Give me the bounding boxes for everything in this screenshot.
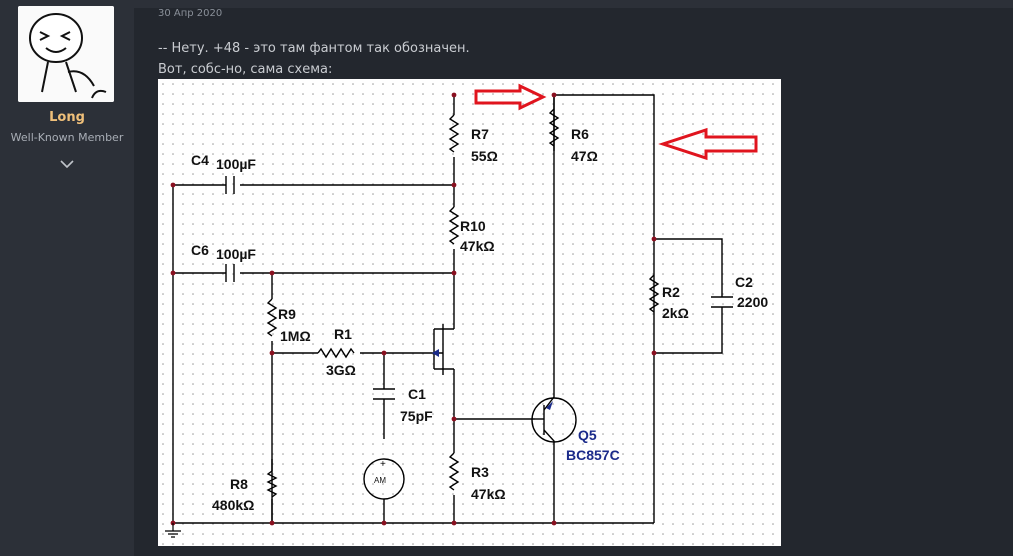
post-text-line-1: -- Нету. +48 - это там фантом так обозна… [158,41,470,56]
label-r9: R9 [278,306,296,322]
label-r10: R10 [460,218,486,234]
post-date[interactable]: 30 Апр 2020 [158,8,223,19]
label-c2: C2 [735,274,753,290]
value-r3: 47kΩ [471,486,506,502]
label-r1: R1 [334,326,352,342]
user-sidebar: Long Well-Known Member [0,0,134,556]
label-r2: R2 [662,284,680,300]
value-r8: 480kΩ [212,497,254,513]
value-c6: 100µF [216,246,256,262]
value-q5: BC857C [566,447,620,463]
value-c1: 75pF [400,408,433,424]
value-r7: 55Ω [471,148,498,164]
label-c1: C1 [408,386,426,402]
value-r10: 47kΩ [460,238,495,254]
value-r1: 3GΩ [326,362,356,378]
label-q5: Q5 [578,427,597,443]
avatar[interactable] [18,6,114,102]
value-r9: 1MΩ [280,328,311,344]
value-c4: 100µF [216,156,256,172]
schematic-image[interactable]: R7 55Ω R6 47Ω C4 100µF C6 100µF R10 47kΩ… [158,79,781,546]
value-r6: 47Ω [571,148,598,164]
username[interactable]: Long [49,110,85,125]
user-title: Well-Known Member [10,131,124,144]
label-c4: C4 [191,152,209,168]
meter-plus: + [380,459,386,470]
value-r2: 2kΩ [662,305,689,321]
label-r7: R7 [471,126,489,142]
label-r6: R6 [571,126,589,142]
label-r3: R3 [471,464,489,480]
chevron-down-icon[interactable] [58,158,76,170]
label-c6: C6 [191,242,209,258]
value-c2: 2200 [737,294,768,310]
post-text-line-2: Вот, собс-но, сама схема: [158,62,333,77]
label-r8: R8 [230,476,248,492]
meter-label: AM [374,476,386,485]
